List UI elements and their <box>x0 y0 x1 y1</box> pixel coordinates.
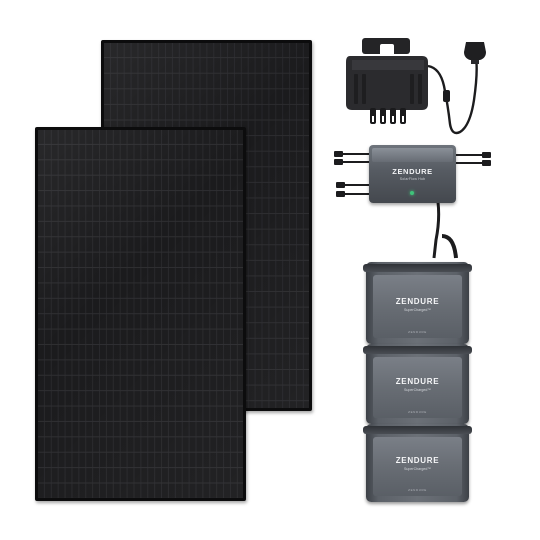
battery-brand-label: ZENDURE <box>395 456 440 465</box>
micro-inverter <box>346 38 486 135</box>
connector-highlights <box>372 116 404 122</box>
battery-face <box>373 275 462 338</box>
inverter-top-face <box>352 60 424 70</box>
hub-brand-label: ZENDURE <box>392 167 433 176</box>
battery-face <box>373 437 462 496</box>
input-connectors <box>334 151 345 197</box>
solar-panel-front <box>35 127 246 501</box>
battery-face <box>373 357 462 418</box>
battery-module-3: ZENDURE SuperCharged™ ZENDURE <box>363 424 472 502</box>
schuko-plug <box>464 42 486 60</box>
inverter-connectors <box>370 108 406 124</box>
battery-cable <box>432 201 441 259</box>
battery-module-2: ZENDURE SuperCharged™ ZENDURE <box>363 344 472 424</box>
battery-cable-loop <box>441 234 458 259</box>
bracket-slot <box>380 44 394 58</box>
input-cables <box>340 153 370 195</box>
hub-cabling <box>334 151 491 259</box>
battery-small-label: ZENDURE <box>408 330 427 334</box>
battery-module-1: ZENDURE SuperCharged™ ZENDURE <box>363 262 472 344</box>
battery-model-label: SuperCharged™ <box>404 467 431 471</box>
battery-model-label: SuperCharged™ <box>404 388 431 392</box>
battery-model-label: SuperCharged™ <box>404 308 431 312</box>
panel-reflection <box>38 130 243 498</box>
battery-brand-label: ZENDURE <box>395 377 440 386</box>
ac-cable <box>427 57 478 135</box>
plug-strain-relief <box>471 60 479 64</box>
hub-status-led <box>410 191 414 195</box>
hub-top-panel <box>372 148 453 162</box>
battery-brand-label: ZENDURE <box>395 297 440 306</box>
output-cables <box>456 154 485 164</box>
cable-connector <box>443 90 450 102</box>
battery-small-label: ZENDURE <box>408 488 427 492</box>
solarflow-hub: ZENDURE SolarFlow Hub <box>369 145 456 203</box>
inverter-fins <box>354 74 422 104</box>
hub-model-label: SolarFlow Hub <box>399 177 426 181</box>
battery-small-label: ZENDURE <box>408 410 427 414</box>
